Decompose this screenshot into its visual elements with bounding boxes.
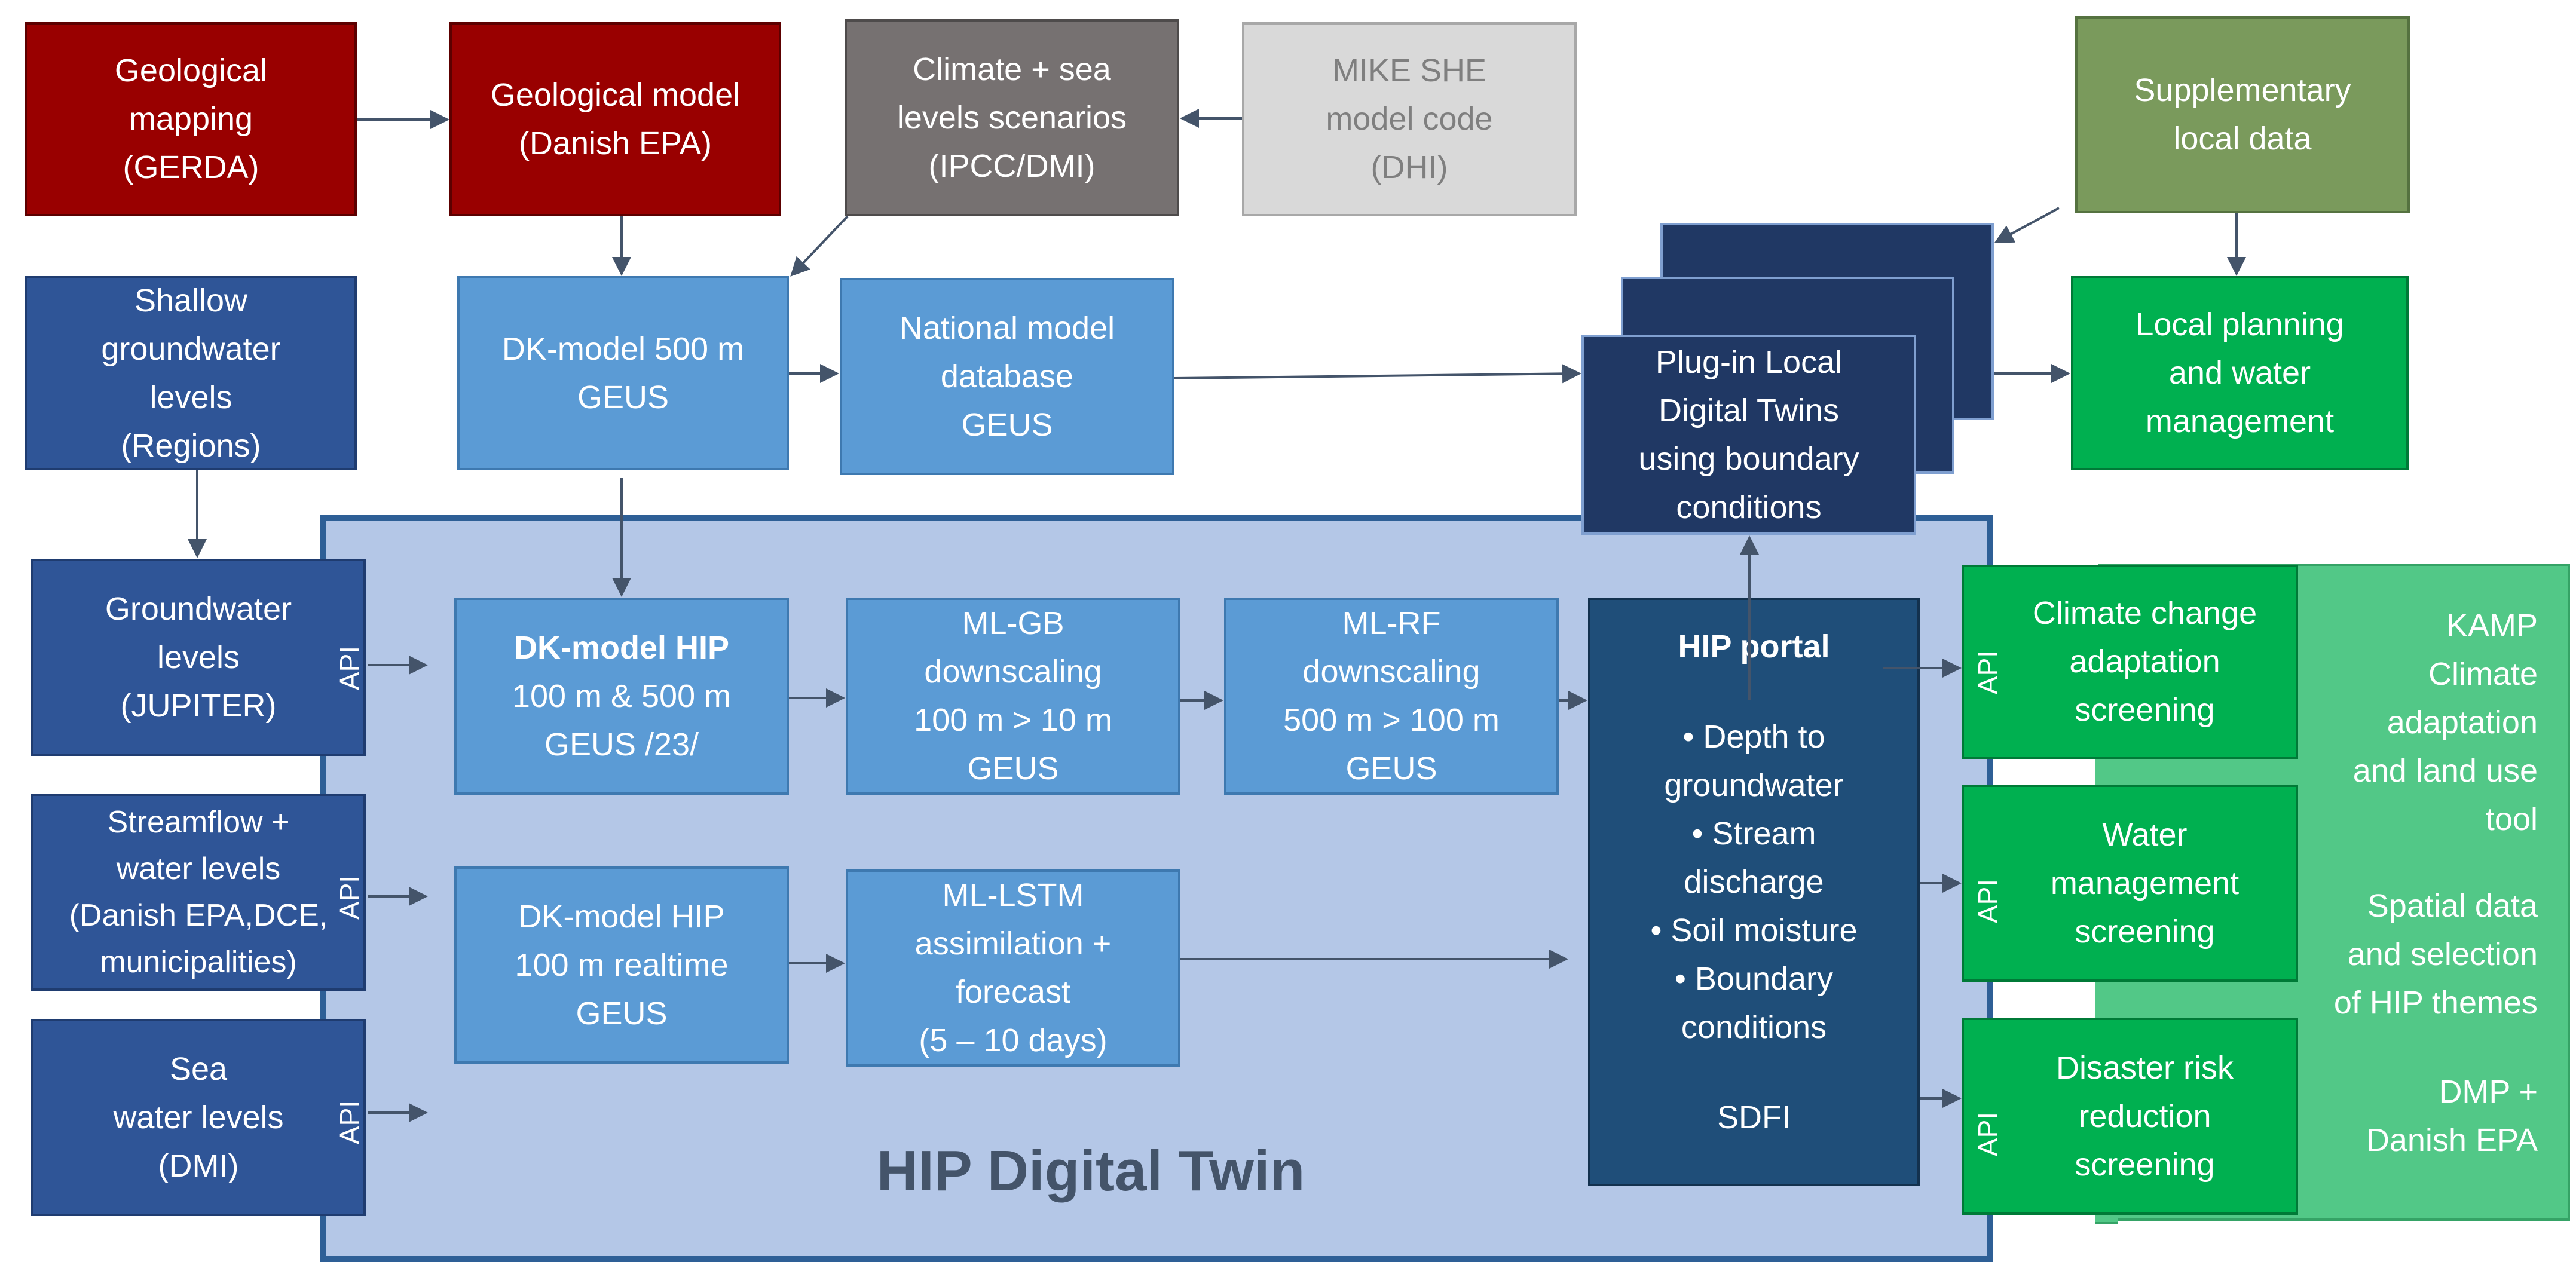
hip-portal-footer: SDFI	[1717, 1100, 1791, 1135]
dmp-text: DMP +Danish EPA	[2366, 1074, 2538, 1158]
geological-model-box: Geological model(Danish EPA)	[449, 22, 781, 216]
arrow-supplementary-to-plugin	[1994, 207, 2060, 243]
streamflow-box: Streamflow +water levels(Danish EPA,DCE,…	[31, 794, 366, 991]
hip-portal-title: HIP portal	[1678, 629, 1830, 665]
arrow-climate-to-dk500	[790, 215, 849, 277]
hip-digital-twin-title: HIP Digital Twin	[876, 1139, 1305, 1203]
arrow-nationaldb-to-plugin	[1174, 364, 1581, 384]
